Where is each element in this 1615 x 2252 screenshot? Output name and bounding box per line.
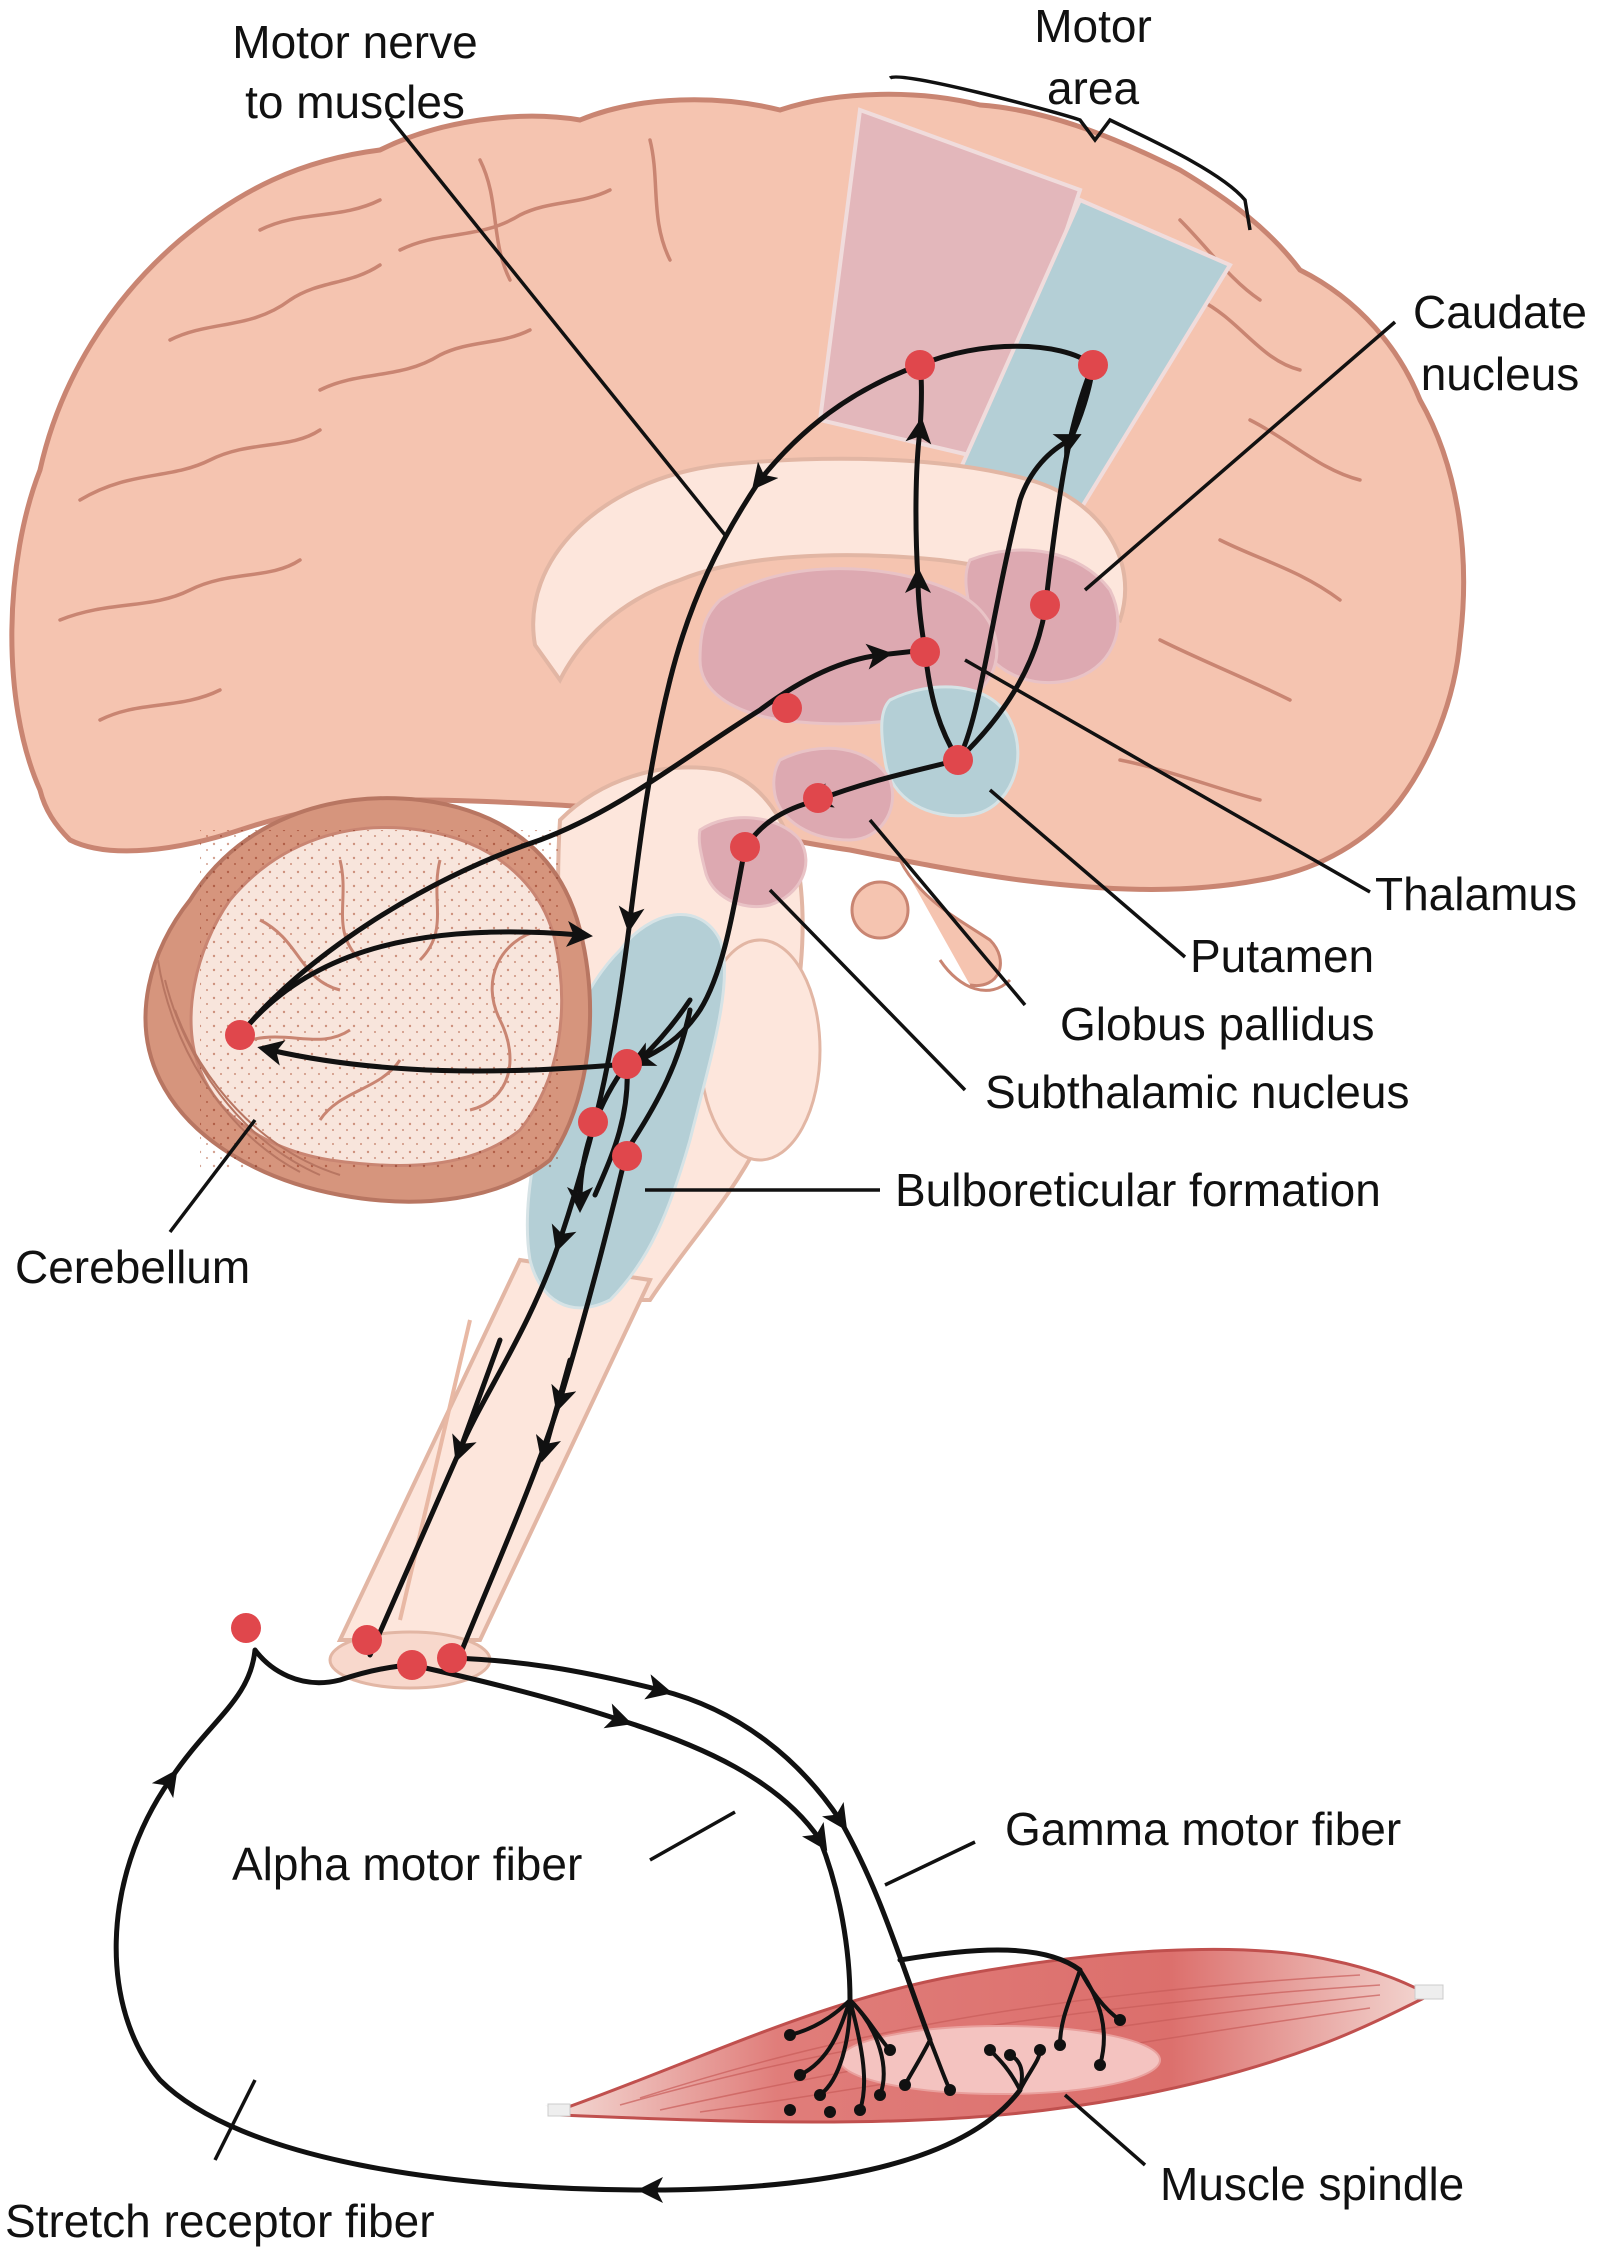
pathway-cerebellum-brainstem <box>237 920 593 1038</box>
pathway-corticospinal <box>457 677 673 1453</box>
synapse-motor-area-1 <box>905 350 935 380</box>
corpus-callosum <box>531 456 1128 684</box>
pathway-stn-bulbo <box>628 845 748 1066</box>
pathway-stretch-receptor <box>637 2087 1023 2203</box>
pathway-corticospinal-lower <box>367 1447 463 1658</box>
pathway-bulbo-cerebellum <box>257 1040 630 1074</box>
label-motor-nerve-line2: to muscles <box>245 76 465 128</box>
labels: Motor nerve to muscles Motor area Caudat… <box>5 0 1587 2247</box>
synapse-thalamus <box>910 637 940 667</box>
synapse-motor-area-2 <box>1078 350 1108 380</box>
pathway-putamen-motor <box>955 434 1082 763</box>
label-stretch-fiber: Stretch receptor fiber <box>5 2195 435 2247</box>
pathway-cerebellum-thalamus <box>237 643 893 1038</box>
synapse-spinal-1 <box>352 1625 382 1655</box>
muscle <box>545 1947 1444 2124</box>
synapse-subthalamic <box>730 832 760 862</box>
label-alpha-fiber: Alpha motor fiber <box>232 1838 582 1890</box>
synapse-bulbo-2 <box>578 1107 608 1137</box>
pathway-gamma-fiber <box>447 1655 673 1700</box>
synapse-bulbo-3 <box>612 1141 642 1171</box>
synapse-stretch-entry <box>231 1613 261 1643</box>
label-globus-pallidus: Globus pallidus <box>1060 998 1375 1050</box>
label-muscle-spindle: Muscle spindle <box>1160 2158 1464 2210</box>
label-motor-nerve-line1: Motor nerve <box>232 16 477 68</box>
pathway-caudate-putamen <box>955 607 1048 763</box>
cerebellum-structure <box>143 796 592 1204</box>
label-subthalamic: Subthalamic nucleus <box>985 1066 1409 1118</box>
synapse-putamen <box>943 745 973 775</box>
leader-lines <box>168 75 1397 2167</box>
alpha-fiber-endings <box>789 1998 892 2111</box>
label-gamma-fiber: Gamma motor fiber <box>1005 1803 1401 1855</box>
spinal-cord <box>336 1257 653 1642</box>
synapse-spinal-3 <box>437 1643 467 1673</box>
synapse-cerebellar-relay <box>772 693 802 723</box>
gyri <box>58 138 1362 802</box>
label-motor-area-line1: Motor <box>1034 0 1152 52</box>
pathway-alpha-fiber <box>409 1662 633 1729</box>
label-putamen: Putamen <box>1190 930 1374 982</box>
synapse-bulbo-1 <box>612 1049 642 1079</box>
pathway-bulbo-loop <box>624 1007 693 1153</box>
pathway-caudate-motor <box>1042 362 1096 613</box>
label-cerebellum: Cerebellum <box>15 1241 250 1293</box>
synapse-cerebellum <box>225 1020 255 1050</box>
label-motor-area-line2: area <box>1047 62 1139 114</box>
label-caudate-line1: Caudate <box>1413 286 1587 338</box>
label-thalamus: Thalamus <box>1375 868 1577 920</box>
label-caudate-line2: nucleus <box>1421 348 1580 400</box>
synapse-globus-pallidus <box>803 783 833 813</box>
synapses <box>225 350 1108 1680</box>
pathway-motor-descending-1 <box>667 477 763 683</box>
synapse-spinal-2 <box>397 1650 427 1680</box>
synapse-caudate <box>1030 590 1060 620</box>
label-bulboreticular: Bulboreticular formation <box>895 1164 1381 1216</box>
